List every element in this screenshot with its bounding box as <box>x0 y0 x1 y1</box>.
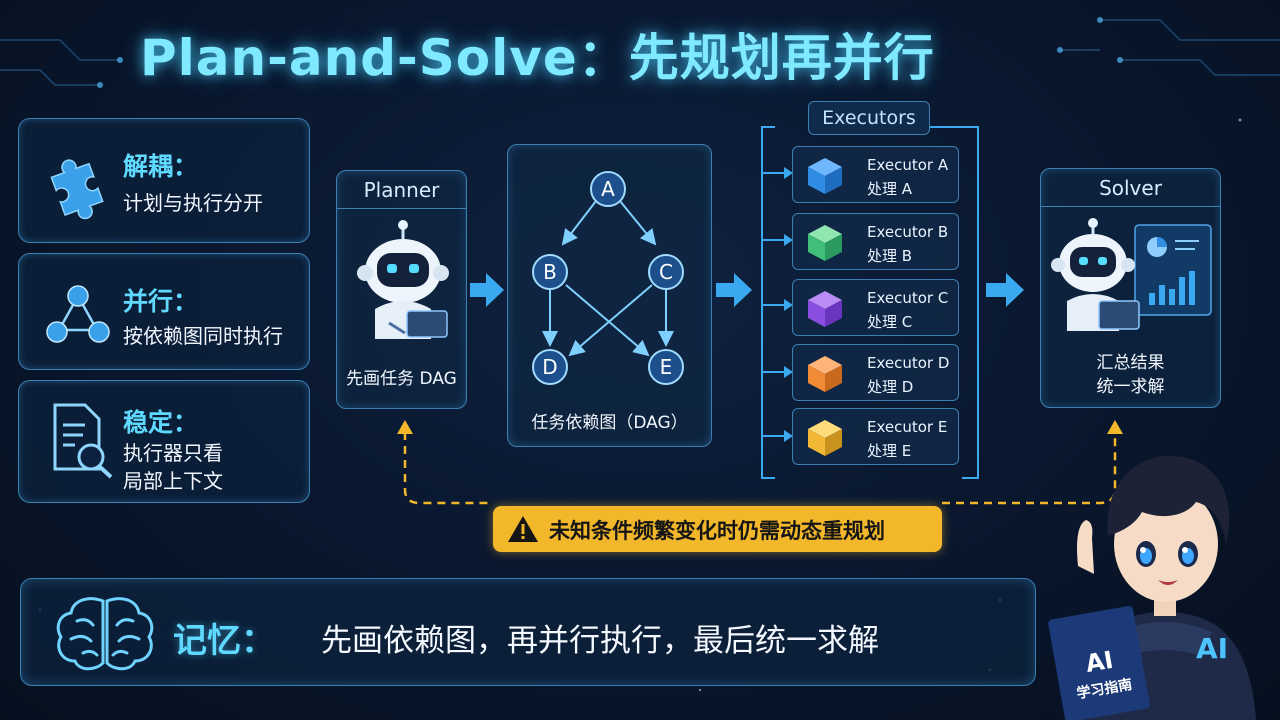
executor-name: Executor A <box>867 156 949 174</box>
executor-task: 处理 A <box>867 180 913 198</box>
edge-b-e <box>565 284 650 357</box>
solver-title: Solver <box>1041 169 1220 207</box>
executor-row-b: Executor B 处理 B <box>792 213 959 270</box>
book-icon <box>1048 605 1150 720</box>
memory-banner: 记忆： 先画依赖图，再并行执行，最后统一求解 <box>20 578 1036 686</box>
dag-panel: A B C D E 任务依赖图（DAG） <box>507 144 712 447</box>
executor-task: 处理 E <box>867 442 912 460</box>
edge-a-c <box>619 200 657 246</box>
executor-task: 处理 B <box>867 247 913 265</box>
graph-nodes-icon <box>46 285 110 343</box>
puzzle-icon <box>50 159 104 220</box>
dag-node-label: B <box>543 260 557 284</box>
hoodie-label: AI <box>1196 632 1228 665</box>
document-search-icon <box>53 403 113 479</box>
planner-panel: Planner 先画任务 DAG <box>336 170 467 409</box>
executor-task: 处理 D <box>867 378 914 396</box>
solver-caption: 汇总结果 统一求解 <box>1041 351 1220 399</box>
cube-icon <box>808 420 842 456</box>
planner-title: Planner <box>337 171 466 209</box>
replan-warning: 未知条件频繁变化时仍需动态重规划 <box>493 506 942 552</box>
executor-row-d: Executor D 处理 D <box>792 344 959 401</box>
feature-line: 按依赖图同时执行 <box>123 324 283 348</box>
dag-node-label: C <box>659 260 673 284</box>
dag-node-label: D <box>542 355 557 379</box>
feature-line: 计划与执行分开 <box>123 191 263 215</box>
feature-card-parallel: 并行： 按依赖图同时执行 <box>18 253 310 370</box>
warning-icon <box>508 516 538 542</box>
brain-icon <box>56 597 154 671</box>
solver-caption-line: 汇总结果 <box>1096 353 1165 373</box>
robot-icon <box>1051 218 1140 331</box>
cube-icon <box>808 158 842 194</box>
feature-line: 局部上下文 <box>123 469 223 493</box>
arrow-dag-executors <box>716 273 752 307</box>
executor-name: Executor E <box>867 418 948 436</box>
dag-node-e: E <box>648 349 684 385</box>
dag-graph: A B C D E <box>532 171 684 385</box>
boy-mascot-illustration: AI AI 学习指南 <box>1048 455 1256 720</box>
feature-head: 稳定： <box>123 408 199 437</box>
edge-a-b <box>561 200 597 246</box>
executor-row-c: Executor C 处理 C <box>792 279 959 336</box>
executor-name: Executor C <box>867 289 949 307</box>
book-title: AI <box>1083 646 1115 678</box>
executors-title: Executors <box>808 101 930 135</box>
solver-panel: Solver 汇总结果 统一求解 <box>1040 168 1221 408</box>
dag-node-d: D <box>532 349 568 385</box>
dag-caption: 任务依赖图（DAG） <box>531 413 688 433</box>
executor-row-e: Executor E 处理 E <box>792 408 959 465</box>
dag-node-b: B <box>532 254 568 290</box>
memory-text: 先画依赖图，再并行执行，最后统一求解 <box>321 623 879 659</box>
feature-card-stable: 稳定： 执行器只看 局部上下文 <box>18 380 310 503</box>
executor-row-a: Executor A 处理 A <box>792 146 959 203</box>
feature-body: 计划与执行分开 <box>123 189 263 217</box>
arrow-planner-dag <box>470 273 504 307</box>
feature-head: 并行： <box>123 287 199 316</box>
feature-head: 解耦： <box>123 152 199 181</box>
dag-node-label: A <box>601 177 615 201</box>
solver-illustration <box>1051 218 1212 331</box>
executor-task: 处理 C <box>867 313 913 331</box>
dag-node-c: C <box>648 254 684 290</box>
solver-caption-line: 统一求解 <box>1096 377 1165 397</box>
robot-icon <box>357 220 449 339</box>
planner-caption: 先画任务 DAG <box>346 369 457 389</box>
executor-name: Executor B <box>867 223 949 241</box>
edge-c-d <box>568 284 653 357</box>
cube-icon <box>808 356 842 392</box>
executor-name: Executor D <box>867 354 950 372</box>
feature-card-decouple: 解耦： 计划与执行分开 <box>18 118 310 243</box>
dag-node-label: E <box>660 355 673 379</box>
arrow-executors-solver <box>986 273 1024 307</box>
memory-head: 记忆： <box>173 621 275 661</box>
dag-node-a: A <box>590 171 626 207</box>
feature-body: 按依赖图同时执行 <box>123 322 283 350</box>
cube-icon <box>808 291 842 327</box>
page-title: Plan-and-Solve：先规划再并行 <box>140 29 935 87</box>
cube-icon <box>808 225 842 261</box>
warning-text: 未知条件频繁变化时仍需动态重规划 <box>549 519 885 543</box>
feature-body: 执行器只看 局部上下文 <box>123 439 223 495</box>
feature-line: 执行器只看 <box>123 441 223 465</box>
